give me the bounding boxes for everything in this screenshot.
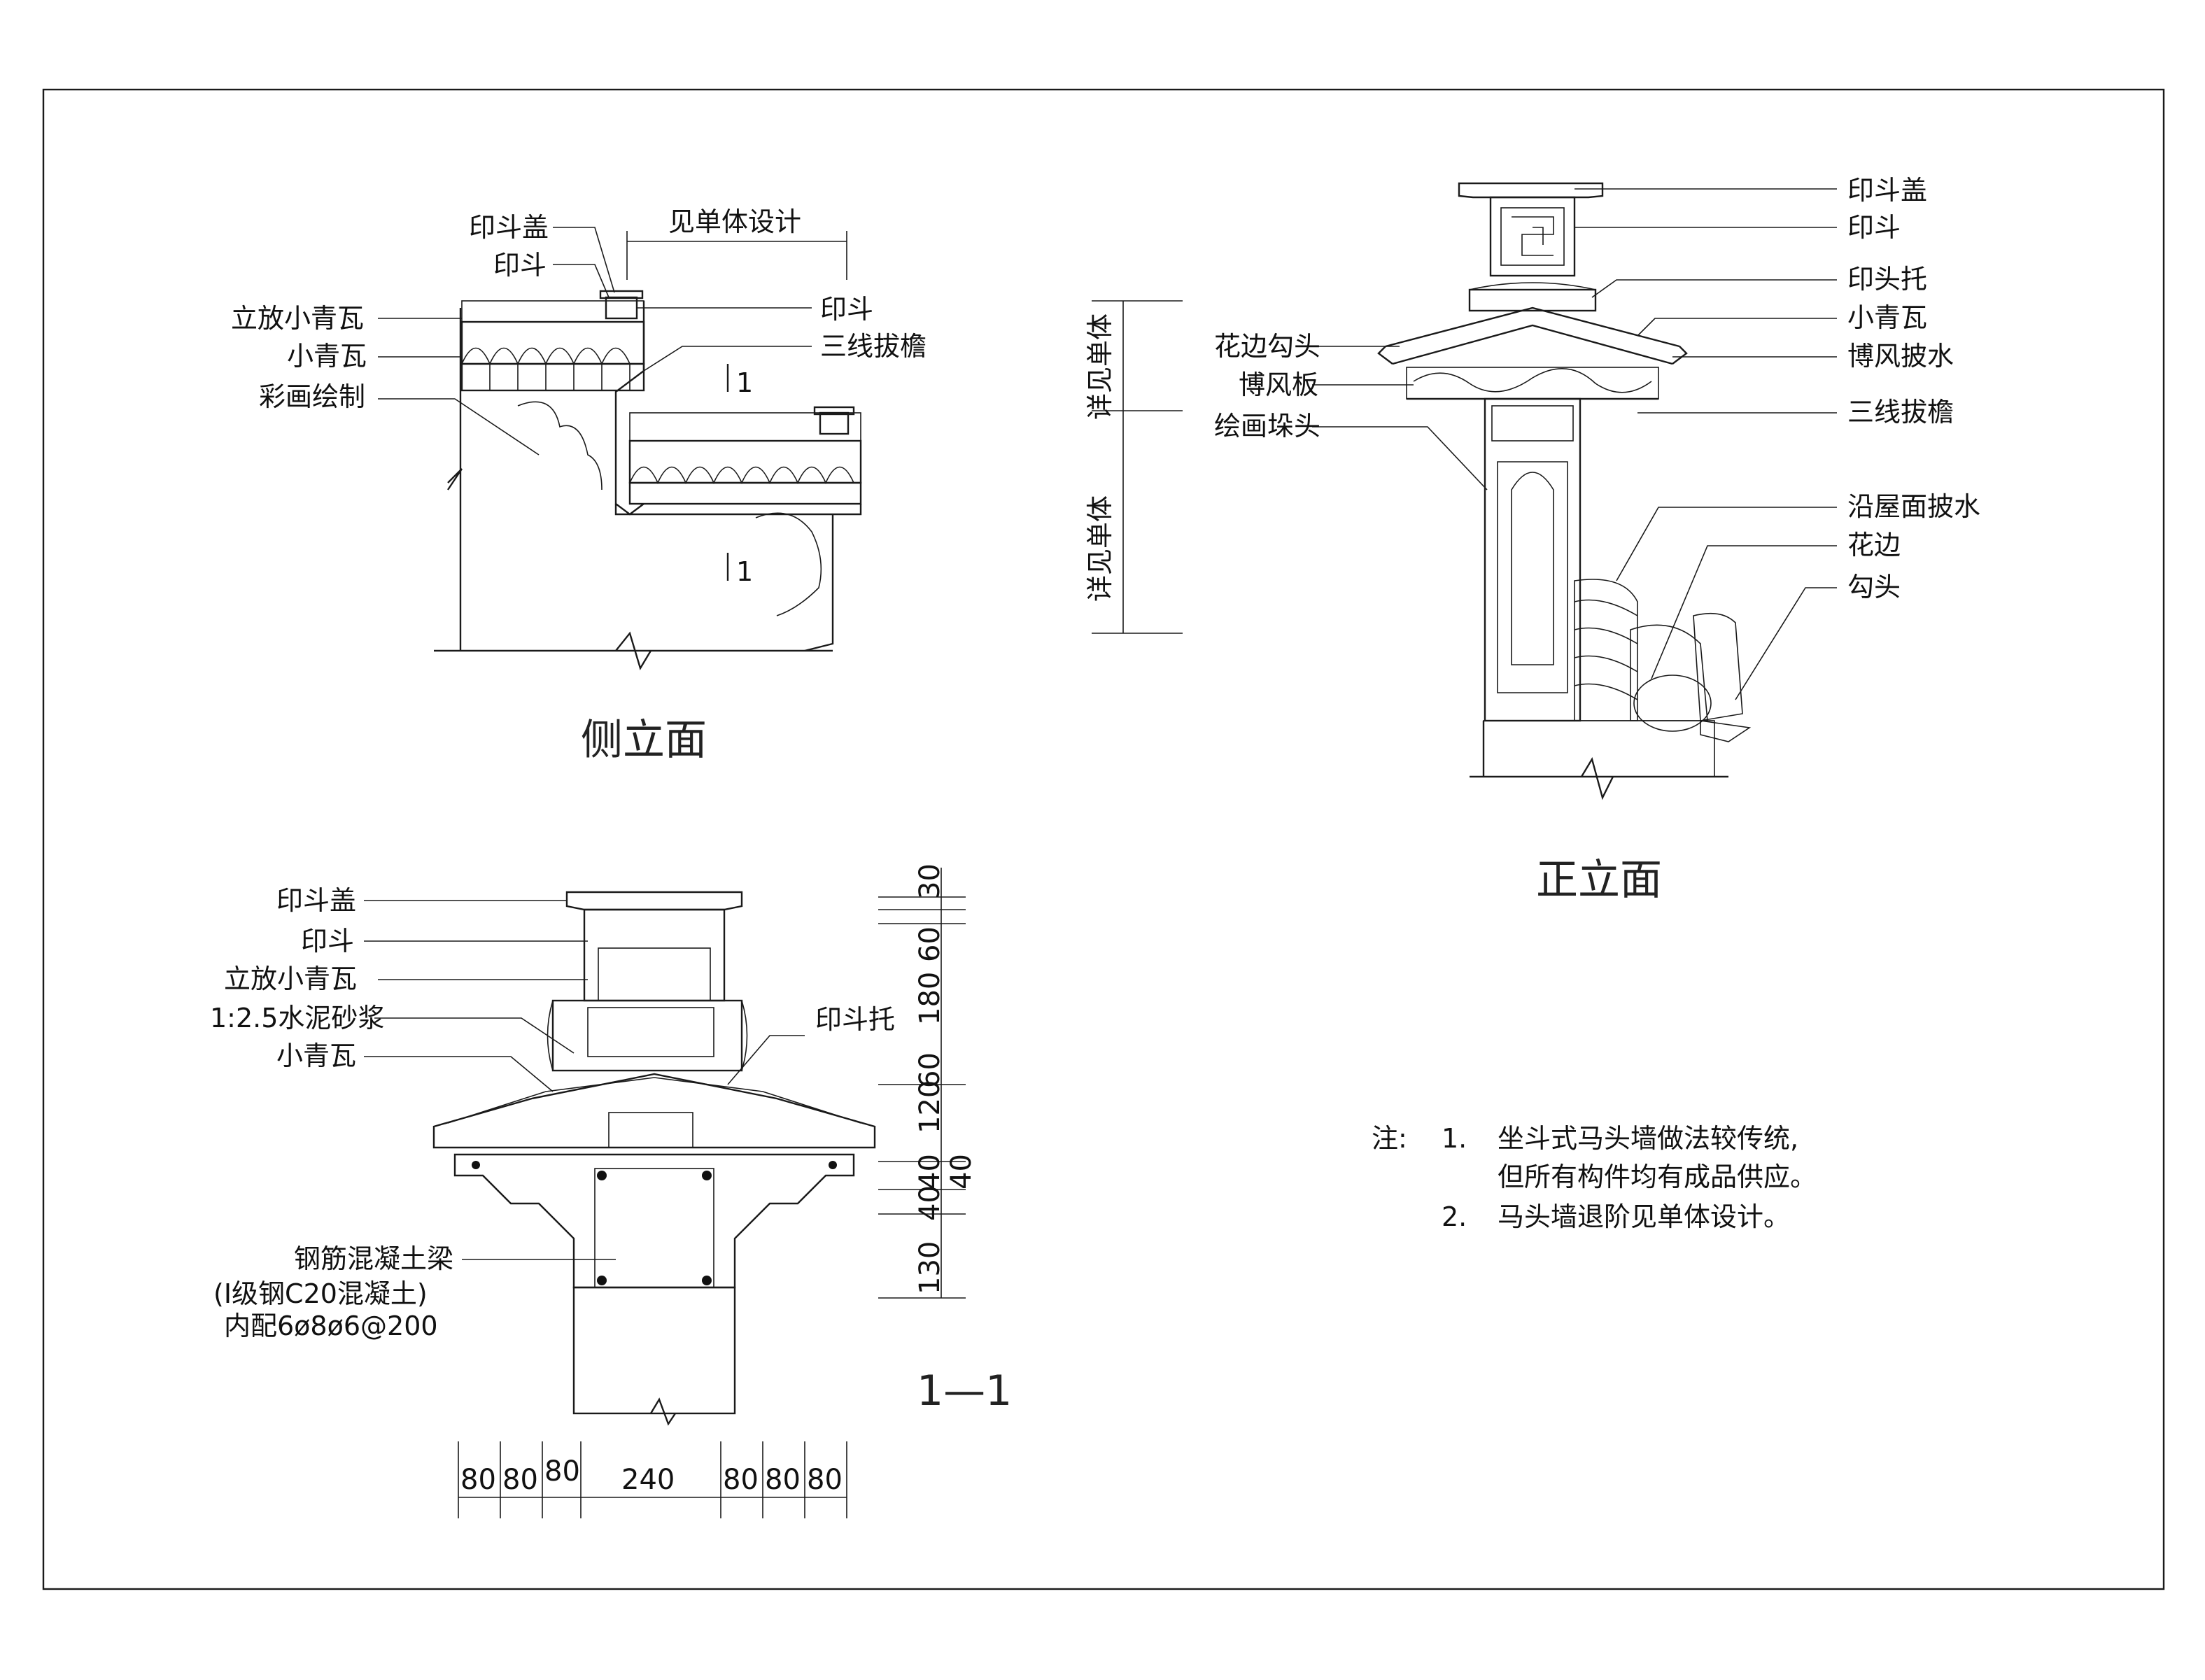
section-label-lifang: 立放小青瓦 bbox=[224, 963, 357, 994]
front-elevation: 详见单体 详见单体 印斗盖 印斗 印头托 小青瓦 博风披水 三线拔檐 沿屋面披水… bbox=[1085, 175, 1980, 905]
side-label-yindou-left: 印斗 bbox=[493, 250, 547, 281]
side-label-lifang: 立放小青瓦 bbox=[231, 303, 364, 334]
section-hdim-80b: 80 bbox=[502, 1464, 538, 1496]
note-1-line-1: 坐斗式马头墙做法较传统, bbox=[1498, 1123, 1798, 1154]
side-label-sanxian: 三线拔檐 bbox=[820, 331, 927, 362]
section-vdim-40c: 40 bbox=[914, 1185, 946, 1221]
side-label-caihua: 彩画绘制 bbox=[259, 381, 365, 412]
side-label-yindou-right: 印斗 bbox=[820, 294, 873, 325]
side-section-mark-top: 1 bbox=[736, 367, 753, 398]
section-vdim-60b: 60 bbox=[914, 1052, 946, 1088]
side-title: 侧立面 bbox=[581, 716, 707, 765]
front-label-yanwumian: 沿屋面披水 bbox=[1847, 491, 1980, 522]
front-label-yindou-gai: 印斗盖 bbox=[1847, 175, 1927, 206]
section-label-beam-3: 内配6ø8ø6@200 bbox=[224, 1311, 438, 1341]
front-label-bofeng-pishui: 博风披水 bbox=[1847, 341, 1954, 372]
section-vdim-120: 120 bbox=[914, 1080, 946, 1134]
section-label-beam-2: (Ⅰ级钢C20混凝土) bbox=[213, 1278, 428, 1309]
section-vdim-30: 30 bbox=[914, 863, 946, 899]
side-painting bbox=[517, 401, 822, 616]
front-pier bbox=[1484, 397, 1581, 722]
front-label-sanxian: 三线拔檐 bbox=[1847, 397, 1954, 428]
section-vdim-40b: 40 bbox=[945, 1154, 978, 1190]
section-label-xiaoqingwa: 小青瓦 bbox=[276, 1040, 356, 1071]
notes-prefix: 注: bbox=[1372, 1123, 1407, 1154]
front-label-huabian: 花边 bbox=[1847, 530, 1901, 560]
section-hdim-80a: 80 bbox=[460, 1464, 496, 1496]
section-hdim-80e: 80 bbox=[765, 1464, 801, 1496]
front-label-xiaoqingwa: 小青瓦 bbox=[1847, 302, 1927, 333]
notes: 注: 1. 坐斗式马头墙做法较传统, 但所有构件均有成品供应。 2. 马头墙退阶… bbox=[1372, 1123, 1817, 1232]
front-label-huabian-goutou: 花边勾头 bbox=[1214, 331, 1320, 362]
front-label-yindou: 印斗 bbox=[1847, 212, 1901, 243]
section-hdim-80d: 80 bbox=[723, 1464, 759, 1496]
section-label-yindou-tuo: 印斗托 bbox=[815, 1004, 895, 1035]
side-dim-label: 见单体设计 bbox=[668, 206, 801, 237]
section-hdim-80c: 80 bbox=[544, 1455, 580, 1488]
note-1-line-2: 但所有构件均有成品供应。 bbox=[1498, 1162, 1817, 1192]
front-label-huihua-duotou: 绘画垛头 bbox=[1214, 411, 1320, 442]
section-hdim-240: 240 bbox=[621, 1464, 675, 1496]
side-elevation: 见单体设计 1 1 印斗盖 印斗 立放小青瓦 小青瓦 彩画绘制 印斗 三线拔檐 … bbox=[231, 206, 927, 765]
front-label-bofengban: 博风板 bbox=[1239, 369, 1318, 400]
side-yindou-lower bbox=[819, 411, 850, 435]
front-label-yintou-tuo: 印头托 bbox=[1847, 264, 1927, 295]
section-yindou bbox=[583, 908, 726, 1002]
note-2-num: 2. bbox=[1442, 1201, 1467, 1232]
side-label-xiaoqingwa: 小青瓦 bbox=[287, 341, 367, 372]
front-vdim-upper: 详见单体 bbox=[1085, 313, 1115, 420]
section-label-yindou: 印斗 bbox=[301, 926, 354, 957]
note-1-num: 1. bbox=[1442, 1123, 1467, 1154]
section-1-1: 30 60 180 60 120 40 40 40 130 80 80 80 2… bbox=[210, 863, 1012, 1518]
section-vdim-40a: 40 bbox=[914, 1154, 946, 1190]
note-2-line-1: 马头墙退阶见单体设计。 bbox=[1498, 1201, 1790, 1232]
front-yindou bbox=[1489, 196, 1576, 277]
side-section-mark-bottom: 1 bbox=[736, 556, 753, 587]
section-label-beam-1: 钢筋混凝土梁 bbox=[294, 1243, 453, 1274]
front-title: 正立面 bbox=[1536, 856, 1662, 905]
side-label-yindou-gai: 印斗盖 bbox=[469, 212, 549, 243]
sheet-border bbox=[42, 88, 2165, 1590]
section-title: 1—1 bbox=[917, 1367, 1012, 1416]
section-vdim-60a: 60 bbox=[914, 926, 946, 962]
section-beam bbox=[453, 1153, 855, 1289]
section-vdim-130: 130 bbox=[914, 1241, 946, 1294]
section-label-mortar: 1:2.5水泥砂浆 bbox=[210, 1003, 384, 1033]
front-vdim-lower: 详见单体 bbox=[1085, 495, 1115, 602]
front-label-goutou: 勾头 bbox=[1847, 572, 1901, 602]
section-hdim-80f: 80 bbox=[807, 1464, 843, 1496]
section-vdim-180: 180 bbox=[914, 972, 946, 1025]
section-label-yindou-gai: 印斗盖 bbox=[276, 885, 356, 916]
